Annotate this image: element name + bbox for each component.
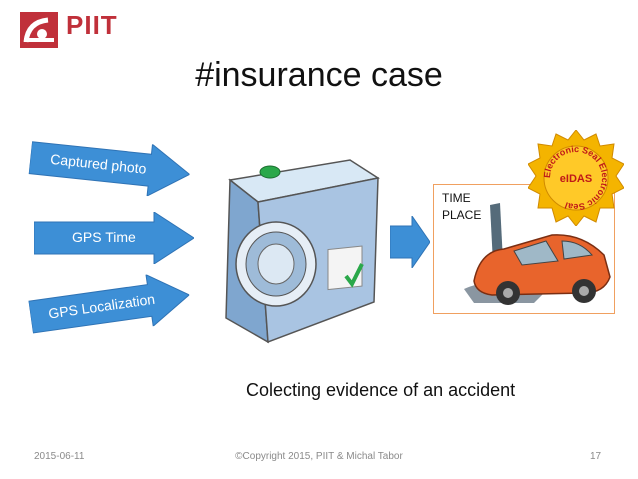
piit-logo	[18, 8, 138, 52]
place-label: PLACE	[442, 208, 482, 222]
slide-caption: Colecting evidence of an accident	[246, 380, 516, 400]
arrow-shape-icon	[33, 211, 195, 265]
arrow-gps-localization: GPS Localization	[27, 269, 193, 343]
camera-icon	[225, 159, 380, 344]
logo-text: PIIT	[66, 10, 118, 40]
slide-title: #insurance case	[195, 56, 443, 94]
arrow-right-icon	[389, 214, 431, 270]
footer-date: 2015-06-11	[34, 451, 85, 462]
arrow-label: GPS Time	[72, 229, 136, 245]
arrow-shape-icon	[27, 273, 191, 334]
time-label: TIME	[442, 191, 471, 205]
arrow-shape-icon	[28, 141, 191, 197]
logo-mark-icon	[20, 12, 58, 48]
footer-copyright: ©Copyright 2015, PIIT & Michal Tabor	[235, 451, 403, 462]
footer-page-number: 17	[590, 451, 602, 462]
eidas-seal: Electronic Seal Electronic Seal eIDAS	[527, 129, 625, 227]
arrow-gps-time: GPS Time	[33, 211, 195, 265]
arrow-captured-photo: Captured photo	[28, 132, 193, 200]
crashed-car-icon	[464, 203, 611, 305]
seal-icon: Electronic Seal Electronic Seal eIDAS	[527, 129, 625, 227]
seal-center-text: eIDAS	[560, 173, 592, 185]
camera-illustration	[210, 150, 380, 350]
arrow-to-photo	[389, 214, 431, 270]
